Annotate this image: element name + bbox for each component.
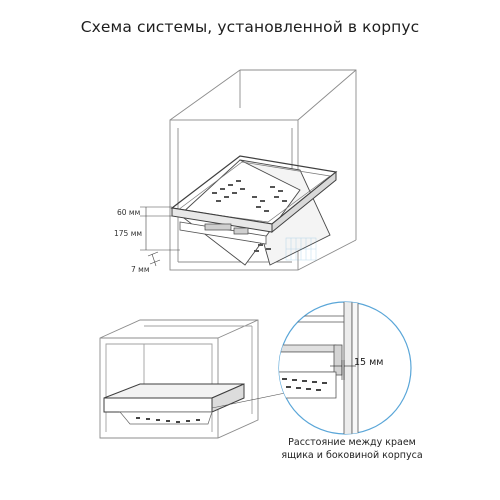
detail-zoom: 15 мм xyxy=(278,301,412,435)
drawer-system xyxy=(170,155,338,266)
watermark-grid xyxy=(285,237,317,261)
detail-leader-line xyxy=(211,391,291,409)
dim-7-label: 7 мм xyxy=(131,265,149,274)
dim-15-label: 15 мм xyxy=(354,357,383,368)
dimension-lines xyxy=(140,206,180,267)
caption-line-2: ящика и боковиной корпуса xyxy=(281,450,423,461)
cabinet-bottom xyxy=(99,319,259,439)
detail-caption: Расстояние между краем ящика и боковиной… xyxy=(262,436,442,462)
diagram-title: Схема системы, установленной в корпус xyxy=(80,18,420,36)
dim-175-label: 175 мм xyxy=(114,229,142,238)
dim-60-label: 60 мм xyxy=(117,208,140,217)
drawer-bottom xyxy=(103,383,245,425)
caption-line-1: Расстояние между краем xyxy=(288,437,416,448)
